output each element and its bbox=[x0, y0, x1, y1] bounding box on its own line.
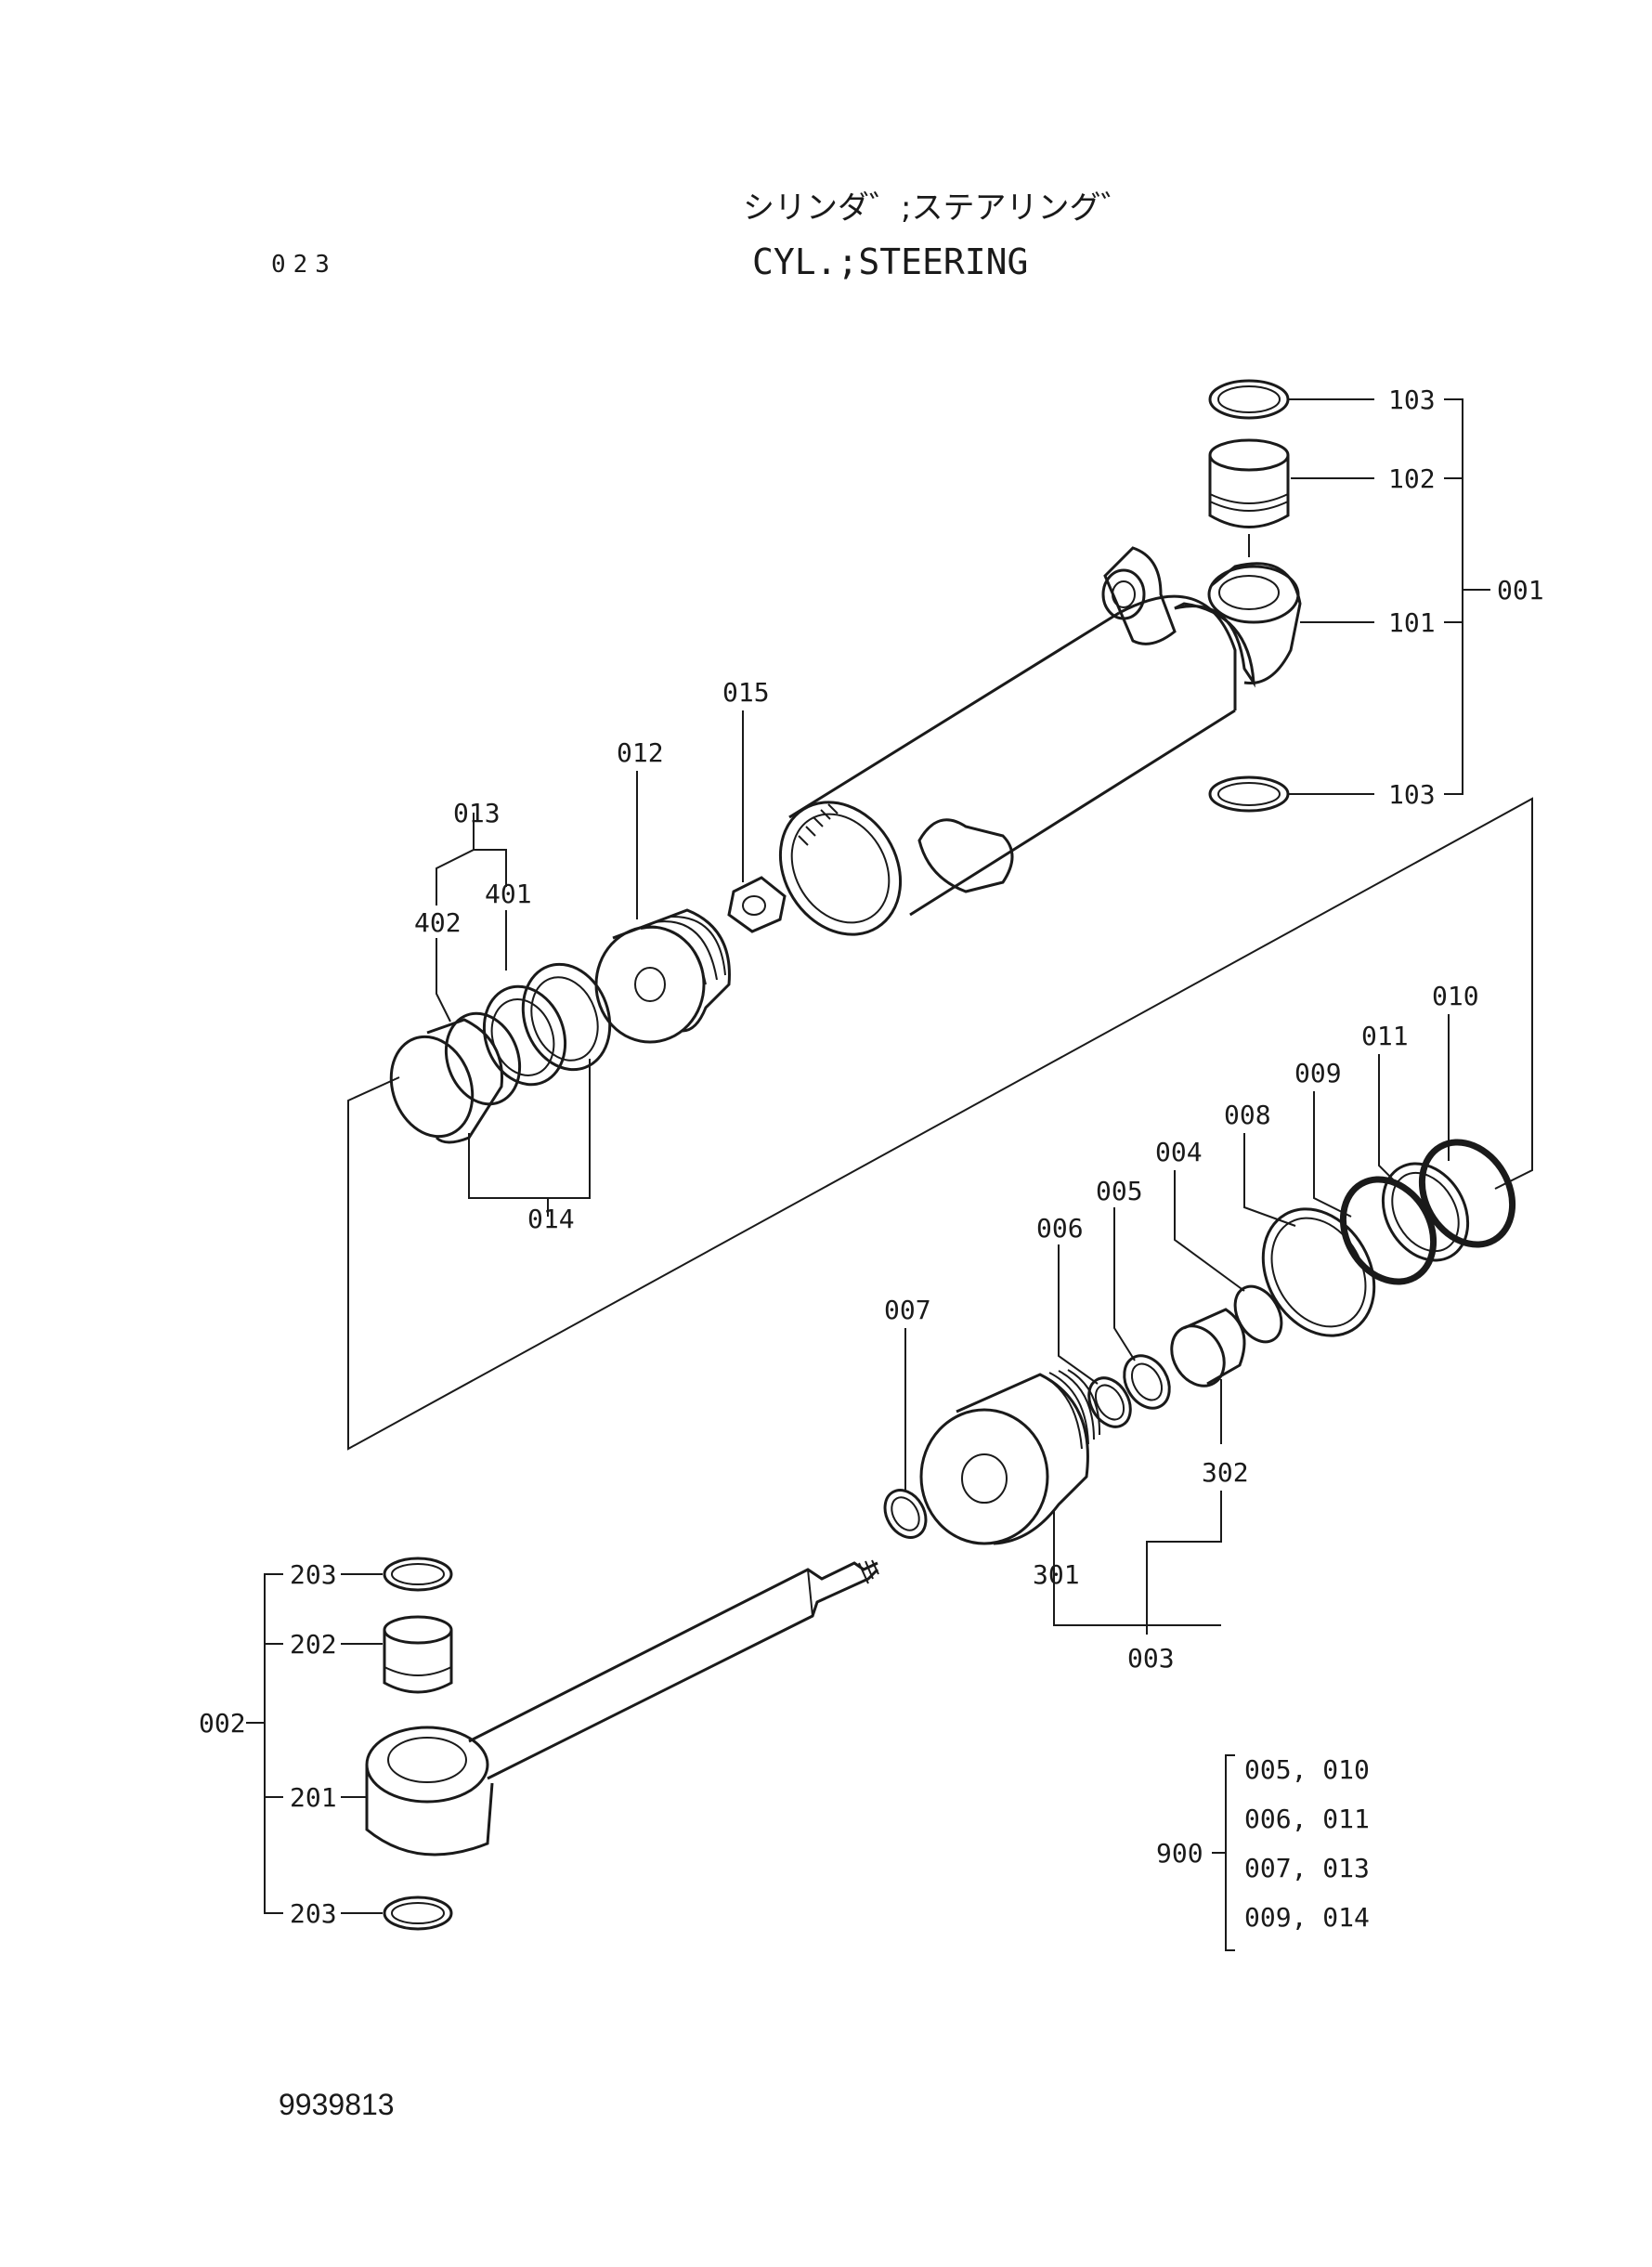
retaining-ring-008 bbox=[1261, 1207, 1376, 1337]
callout-103-top: 103 bbox=[1388, 384, 1436, 415]
callout-101: 101 bbox=[1388, 607, 1436, 638]
bushing-ring-203-top bbox=[383, 1557, 453, 1592]
wear-ring bbox=[389, 1018, 503, 1144]
callout-014: 014 bbox=[527, 1204, 575, 1234]
backup-ring-011 bbox=[1381, 1162, 1470, 1262]
seal-ring-401 bbox=[482, 962, 612, 1087]
callout-302: 302 bbox=[1202, 1457, 1249, 1488]
callout-201: 201 bbox=[290, 1782, 337, 1813]
callout-401: 401 bbox=[485, 879, 532, 909]
o-ring-010 bbox=[1418, 1139, 1516, 1248]
callout-008: 008 bbox=[1224, 1100, 1271, 1130]
seal-kit-row: 005, 010 bbox=[1244, 1754, 1370, 1785]
bushing-ring-103-top bbox=[1208, 379, 1290, 420]
callout-labels: 103 102 001 101 103 015 012 013 401 402 … bbox=[199, 384, 1544, 1929]
seal-kit-row: 006, 011 bbox=[1244, 1804, 1370, 1834]
callout-301: 301 bbox=[1033, 1559, 1080, 1590]
o-ring-402 bbox=[444, 1011, 522, 1106]
bushing-202 bbox=[383, 1615, 453, 1694]
cylinder-tube-drawing bbox=[778, 546, 1302, 936]
callout-009: 009 bbox=[1294, 1058, 1342, 1088]
callout-103-bottom: 103 bbox=[1388, 779, 1436, 810]
callout-203-bottom: 203 bbox=[290, 1898, 337, 1929]
snap-ring-004 bbox=[1233, 1284, 1283, 1344]
callout-202: 202 bbox=[290, 1629, 337, 1660]
diagram-title: CYL.;STEERING bbox=[752, 241, 1029, 282]
seal-kit-row: 007, 013 bbox=[1244, 1853, 1370, 1883]
bushing-ring-203-bottom bbox=[383, 1896, 453, 1931]
ring-006 bbox=[1087, 1376, 1132, 1428]
bushing-102 bbox=[1208, 438, 1290, 528]
callout-402: 402 bbox=[414, 907, 462, 938]
callout-010: 010 bbox=[1432, 981, 1479, 1011]
piston-rod-drawing bbox=[365, 1559, 879, 1857]
wiper-007 bbox=[883, 1489, 928, 1539]
callout-102: 102 bbox=[1388, 463, 1436, 494]
seal-005 bbox=[1123, 1354, 1171, 1410]
nut-015 bbox=[727, 876, 787, 933]
seal-kit-table: 900 005, 010 006, 011 007, 013 009, 014 bbox=[1156, 1754, 1370, 1933]
callout-005: 005 bbox=[1096, 1176, 1143, 1206]
seal-kit-code: 900 bbox=[1156, 1838, 1203, 1869]
piston-012 bbox=[594, 908, 731, 1044]
callout-007: 007 bbox=[884, 1295, 931, 1325]
callout-003: 003 bbox=[1127, 1643, 1175, 1674]
callout-006: 006 bbox=[1036, 1213, 1084, 1244]
callout-002: 002 bbox=[199, 1708, 246, 1739]
leader-lines bbox=[246, 398, 1533, 1951]
callout-012: 012 bbox=[617, 737, 664, 768]
callout-203-top: 203 bbox=[290, 1559, 337, 1590]
bushing-ring-103-bottom bbox=[1208, 775, 1290, 813]
gland-301 bbox=[919, 1369, 1101, 1545]
callout-004: 004 bbox=[1155, 1137, 1203, 1167]
callout-001: 001 bbox=[1497, 575, 1544, 606]
callout-015: 015 bbox=[722, 677, 770, 708]
diagram-title-japanese: シリンダ゛;ステアリング゛ bbox=[743, 189, 1133, 227]
seal-kit-row: 009, 014 bbox=[1244, 1902, 1370, 1933]
o-ring-009 bbox=[1339, 1176, 1437, 1285]
page-number: 023 bbox=[271, 251, 337, 279]
callout-011: 011 bbox=[1361, 1021, 1409, 1051]
document-number: 9939813 bbox=[279, 2088, 395, 2121]
callout-013: 013 bbox=[453, 798, 501, 828]
bushing-302 bbox=[1170, 1308, 1246, 1388]
